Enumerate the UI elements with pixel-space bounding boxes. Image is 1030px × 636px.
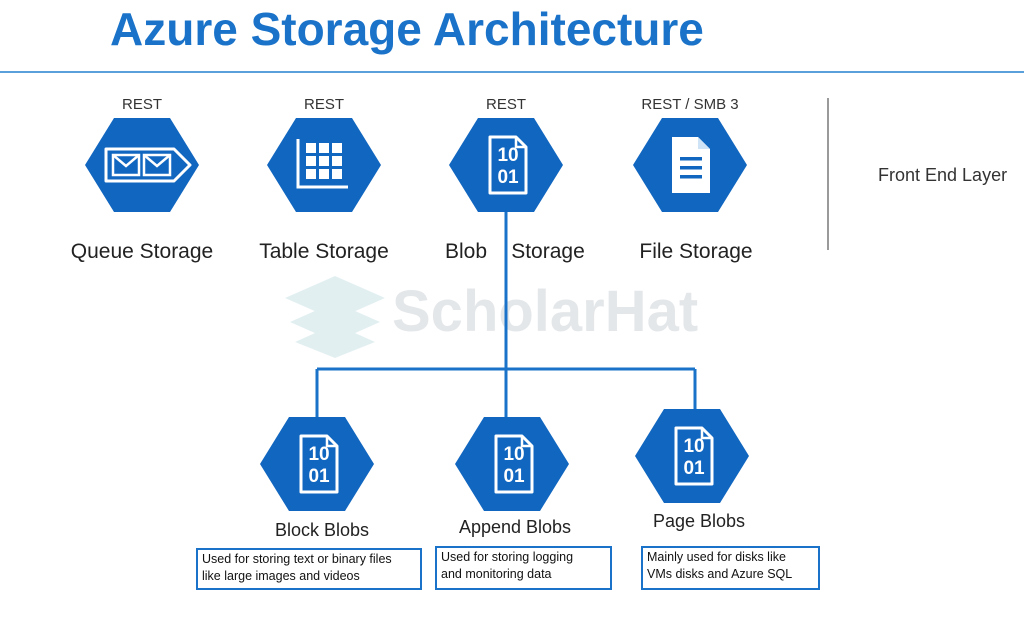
blob-protocol-label: REST bbox=[485, 96, 527, 113]
blob-binary-icon: 10 01 bbox=[674, 426, 714, 486]
blob-binary-icon: 10 01 bbox=[494, 434, 534, 494]
binary-bottom-text: 01 bbox=[497, 167, 519, 188]
file-document-icon bbox=[672, 137, 710, 193]
table-storage-label: Table Storage bbox=[259, 240, 389, 263]
layer-divider bbox=[827, 98, 829, 250]
table-protocol-label: REST bbox=[303, 96, 345, 113]
page-blobs-desc-line2: VMs disks and Azure SQL bbox=[647, 567, 793, 581]
graduation-cap-icon bbox=[285, 276, 385, 358]
table-grid-icon bbox=[296, 139, 348, 189]
binary-bottom-text: 01 bbox=[683, 458, 705, 479]
file-storage-label: File Storage bbox=[639, 240, 753, 263]
title-underline bbox=[0, 71, 1024, 73]
front-end-layer-label: Front End Layer bbox=[878, 165, 1008, 185]
block-blobs-desc-line1: Used for storing text or binary files bbox=[202, 552, 392, 566]
append-blobs-desc-line1: Used for storing logging bbox=[441, 550, 574, 564]
binary-top-text: 10 bbox=[503, 444, 524, 465]
binary-top-text: 10 bbox=[497, 145, 518, 166]
page-blobs-description: Mainly used for disks like VMs disks and… bbox=[641, 546, 820, 590]
queue-protocol-label: REST bbox=[121, 96, 163, 113]
append-blobs-label: Append Blobs bbox=[458, 517, 572, 537]
block-blobs-label: Block Blobs bbox=[274, 520, 370, 540]
queue-storage-label: Queue Storage bbox=[70, 240, 214, 263]
binary-bottom-text: 01 bbox=[308, 466, 330, 487]
queue-storage-hex bbox=[85, 118, 199, 212]
blob-connectors bbox=[315, 212, 697, 418]
blob-storage-hex: 10 01 bbox=[449, 118, 563, 212]
block-blobs-hex: 10 01 bbox=[260, 417, 374, 511]
append-blobs-desc-line2: and monitoring data bbox=[441, 567, 552, 581]
watermark-text: ScholarHat bbox=[392, 279, 699, 344]
append-blobs-hex: 10 01 bbox=[455, 417, 569, 511]
page-blobs-label: Page Blobs bbox=[652, 511, 746, 531]
blob-storage-label-left: Blob bbox=[444, 240, 488, 263]
watermark: ScholarHat bbox=[280, 268, 760, 358]
blob-storage-label-right: Storage bbox=[511, 240, 585, 263]
page-blobs-hex: 10 01 bbox=[635, 409, 749, 503]
page-blobs-desc-line1: Mainly used for disks like bbox=[647, 550, 786, 564]
table-storage-hex bbox=[267, 118, 381, 212]
page-title: Azure Storage Architecture bbox=[110, 3, 704, 55]
binary-top-text: 10 bbox=[308, 444, 329, 465]
block-blobs-description: Used for storing text or binary files li… bbox=[196, 548, 422, 590]
append-blobs-description: Used for storing logging and monitoring … bbox=[435, 546, 612, 590]
file-protocol-label: REST / SMB 3 bbox=[641, 96, 739, 113]
binary-bottom-text: 01 bbox=[503, 466, 525, 487]
blob-binary-icon: 10 01 bbox=[488, 135, 528, 195]
binary-top-text: 10 bbox=[683, 436, 704, 457]
file-storage-hex bbox=[633, 118, 747, 212]
queue-icon bbox=[104, 147, 192, 183]
blob-binary-icon: 10 01 bbox=[299, 434, 339, 494]
block-blobs-desc-line2: like large images and videos bbox=[202, 569, 360, 583]
